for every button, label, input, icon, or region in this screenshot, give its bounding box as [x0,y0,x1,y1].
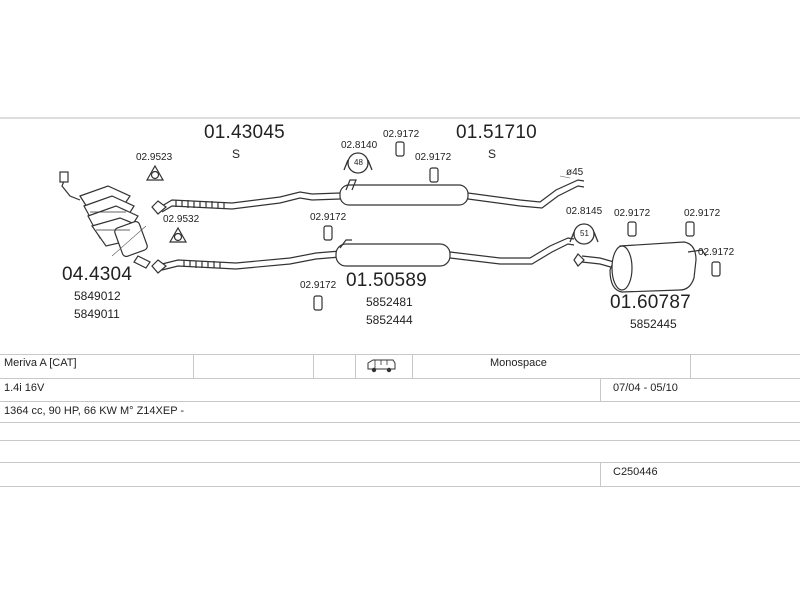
table-divider [600,378,601,401]
mid-silencer-upper [311,179,585,209]
table-rule [0,462,800,463]
table-rule [0,401,800,402]
diameter-mark: ø45 [566,167,584,178]
front-pipe-upper [151,191,313,215]
table-rule [0,378,800,379]
gasket-b-label: 02.9532 [163,214,200,225]
lambda-sensor [59,171,81,201]
table-rule [0,422,800,423]
mid-silencer-lower [335,237,575,267]
manifold-oem1: 5849012 [74,289,121,303]
front-pipe-code: 01.43045 [204,122,285,143]
vehicle-specs: 1364 cc, 90 HP, 66 KW M° Z14XEP - [4,405,185,417]
rubber-r2-label: 02.9172 [684,208,721,219]
ring-a-label: 02.8140 [341,140,378,151]
rubber-r3-label: 02.9172 [698,247,735,258]
mid-silencer2-oem2: 5852444 [366,313,413,327]
table-divider [690,354,691,378]
rear-silencer [573,241,707,293]
mid-silencer2-code: 01.50589 [346,270,427,291]
mid-silencer2-oem1: 5852481 [366,295,413,309]
gasket-a-label: 02.9523 [136,152,173,163]
mid-silencer-code: 01.51710 [456,122,537,143]
vehicle-body-type: Monospace [490,357,547,369]
rear-silencer-oem: 5852445 [630,317,677,331]
rear-silencer-code: 01.60787 [610,292,691,313]
rubber-top2-label: 02.9172 [415,152,452,163]
gasket-a-shape [145,164,165,181]
vehicle-model: Meriva A [CAT] [4,357,77,369]
manifold-catalyst [79,185,151,269]
ring-b-label: 02.8145 [566,206,603,217]
table-divider [600,462,601,486]
table-rule [0,486,800,487]
front-pipe-suffix: S [232,147,241,161]
table-rule [0,354,800,355]
table-divider [355,354,356,378]
ring-a-size: 48 [354,158,363,167]
front-pipe-lower [151,250,341,274]
clamp-rings [343,152,599,245]
table-divider [412,354,413,378]
van-icon [367,359,397,376]
mid-silencer-suffix: S [488,147,497,161]
rubber-r1-label: 02.9172 [614,208,651,219]
manifold-oem2: 5849011 [74,307,120,321]
vehicle-engine: 1.4i 16V [4,382,45,394]
catalog-code: C250446 [613,466,658,478]
table-divider [313,354,314,378]
rubber-hangers [313,141,721,311]
manifold-code: 04.4304 [62,264,133,285]
leader-lines [111,175,571,257]
rubber-left-label: 02.9172 [310,212,347,223]
vehicle-years: 07/04 - 05/10 [613,382,678,394]
rubber-top-label: 02.9172 [383,129,420,140]
rubber-low-label: 02.9172 [300,280,337,291]
ring-b-size: 51 [580,229,589,238]
gasket-b-shape [168,226,188,243]
table-divider [193,354,194,378]
table-rule [0,440,800,441]
